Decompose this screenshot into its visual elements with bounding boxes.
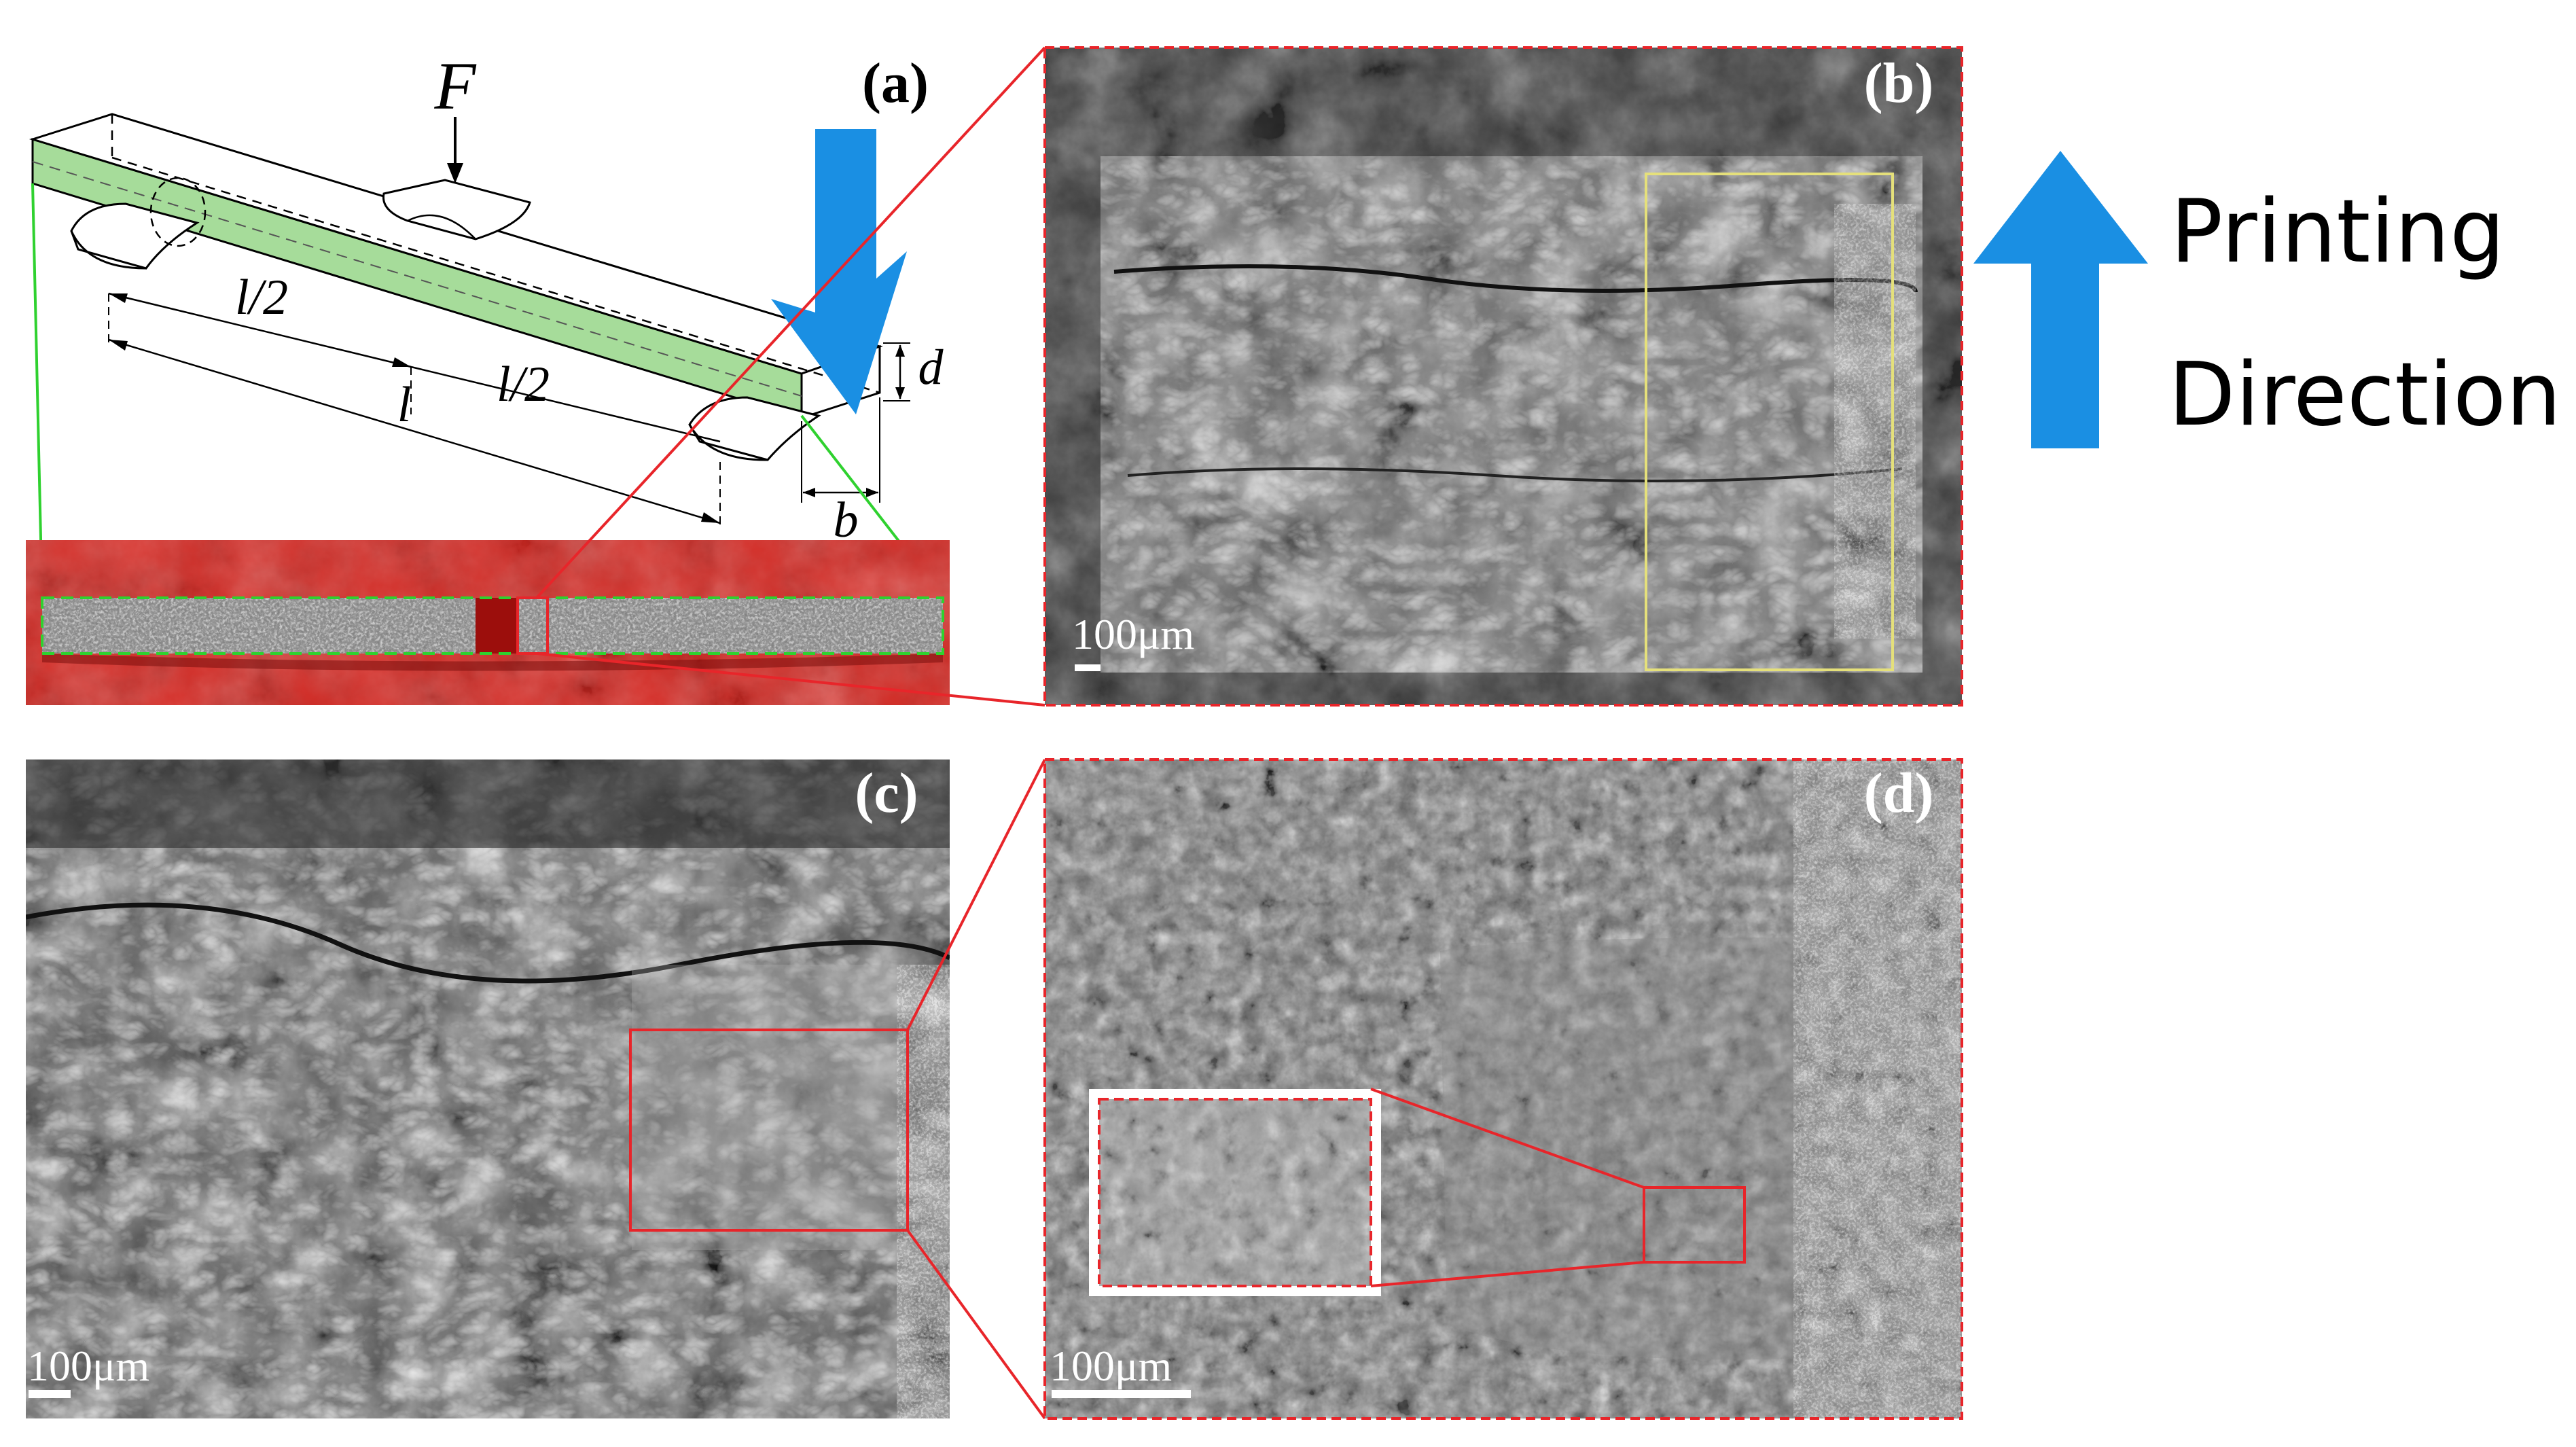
panel-b-frame bbox=[1043, 46, 1963, 707]
depth-label: d bbox=[918, 340, 944, 395]
inset-d bbox=[1089, 1089, 1381, 1296]
panel-d-frame bbox=[1043, 758, 1963, 1420]
force-label: F bbox=[433, 48, 476, 124]
printing-label-line1: Printing bbox=[2170, 181, 2505, 283]
half-span-right-label: l/2 bbox=[497, 357, 550, 412]
panel-label-d: (d) bbox=[1864, 762, 1934, 825]
loading-nose bbox=[382, 179, 531, 240]
scale-bar-d bbox=[1052, 1390, 1191, 1398]
specimen-red-box bbox=[516, 596, 549, 655]
panel-a: F l/2 l/2 l d b (a) bbox=[26, 48, 950, 705]
yellow-region-box bbox=[1645, 173, 1894, 671]
printing-direction: Printing Direction bbox=[1973, 151, 2561, 448]
zoom-box-d bbox=[1643, 1186, 1746, 1264]
beam-front-face bbox=[31, 137, 803, 420]
panel-label-c: (c) bbox=[855, 762, 918, 825]
scale-text-b: 100μm bbox=[1072, 610, 1194, 658]
specimen-photo bbox=[26, 540, 950, 705]
width-label: b bbox=[834, 493, 859, 548]
left-support bbox=[70, 177, 207, 270]
half-span-left-label: l/2 bbox=[235, 270, 288, 325]
panel-c: (c) 100μm bbox=[26, 760, 950, 1418]
panel-label-b: (b) bbox=[1864, 52, 1934, 115]
panel-d: (d) 100μm bbox=[1043, 758, 1963, 1420]
scale-text-d: 100μm bbox=[1050, 1342, 1172, 1390]
right-support bbox=[688, 396, 821, 461]
specimen-green-box bbox=[41, 596, 944, 655]
scale-bar-b bbox=[1075, 664, 1101, 671]
zoom-box-c bbox=[629, 1029, 909, 1232]
scale-bar-c bbox=[29, 1390, 71, 1398]
scale-text-c: 100μm bbox=[27, 1342, 149, 1390]
printing-label-line2: Direction bbox=[2168, 344, 2561, 446]
panel-b: (b) 100μm bbox=[1043, 46, 1963, 707]
printing-direction-arrow-icon bbox=[1973, 151, 2148, 448]
panel-label-a: (a) bbox=[862, 52, 929, 115]
span-label: l bbox=[397, 377, 412, 433]
